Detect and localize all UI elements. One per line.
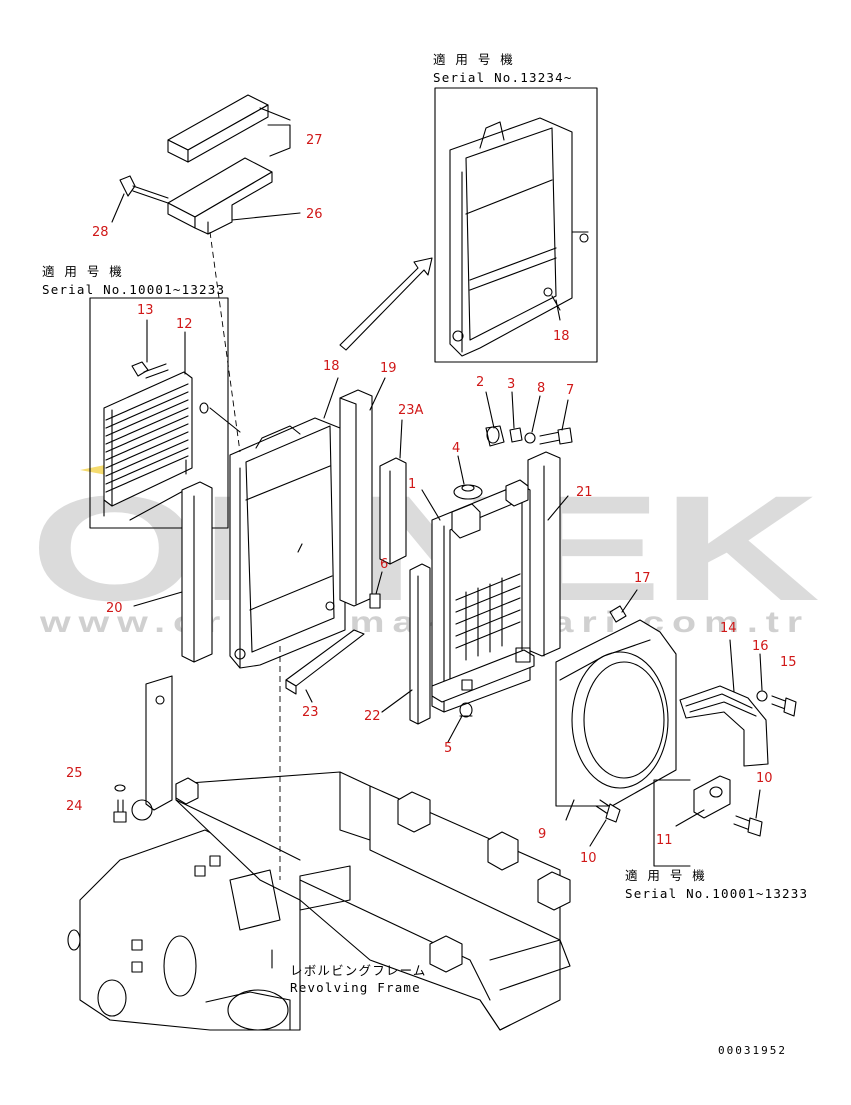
leader-lines xyxy=(111,107,763,847)
callout-17: 17 xyxy=(634,571,651,586)
part-13-bolt xyxy=(131,361,169,379)
part-11-bracket xyxy=(693,775,731,819)
part-8-washer xyxy=(524,432,536,444)
serial-box-right: 適 用 号 機 Serial No.10001~13233 xyxy=(625,779,808,901)
part-20-seal xyxy=(181,481,213,663)
callout-11: 11 xyxy=(656,833,673,848)
frame-holes xyxy=(67,855,351,1031)
callout-7: 7 xyxy=(566,383,574,398)
radiator-core-grid xyxy=(455,573,521,661)
callout-2: 2 xyxy=(476,375,484,390)
callout-1: 1 xyxy=(408,477,416,492)
part-5-clamp xyxy=(459,702,473,718)
part-23a-seal xyxy=(379,457,407,565)
callout-12: 12 xyxy=(176,317,193,332)
callout-25: 25 xyxy=(66,766,83,781)
callout-9: 9 xyxy=(538,827,546,842)
callout-21: 21 xyxy=(576,485,593,500)
serial-box-left-frame xyxy=(89,297,229,529)
drawing-number: 00031952 xyxy=(718,1044,787,1057)
serial-box-left: 適 用 号 機 Serial No.10001~13233 xyxy=(42,264,229,529)
support-stay xyxy=(131,675,173,821)
callout-23: 23 xyxy=(302,705,319,720)
part-22-seal xyxy=(409,563,431,725)
callout-15: 15 xyxy=(780,655,797,670)
part-4-radiator-cap xyxy=(453,484,483,500)
change-arrow xyxy=(339,257,433,351)
part-1-radiator xyxy=(431,479,535,713)
part-21-seal xyxy=(527,451,561,657)
callout-22: 22 xyxy=(364,709,381,724)
part-28-wing-bolt xyxy=(119,175,169,204)
part-24-bolt xyxy=(113,799,127,823)
callout-5: 5 xyxy=(444,741,452,756)
callout-10-right: 10 xyxy=(756,771,773,786)
callout-20: 20 xyxy=(106,601,123,616)
callout-23a: 23A xyxy=(398,403,424,418)
serial-number-right: Serial No.10001~13233 xyxy=(625,886,808,901)
part-9-fan-shroud xyxy=(555,619,677,807)
callout-27: 27 xyxy=(306,133,323,148)
part-23-seal xyxy=(285,629,365,695)
callout-18-top: 18 xyxy=(553,329,570,344)
frame-label-jp: レボルビングフレーム xyxy=(290,963,427,978)
callout-19: 19 xyxy=(380,361,397,376)
callout-6: 6 xyxy=(380,557,388,572)
frame-label-en: Revolving Frame xyxy=(290,980,421,995)
serial-number-left: Serial No.10001~13233 xyxy=(42,282,225,297)
callout-26: 26 xyxy=(306,207,323,222)
part-18-shroud-new xyxy=(449,117,589,357)
part-2-hose xyxy=(485,425,505,447)
callout-3: 3 xyxy=(507,377,515,392)
callout-18: 18 xyxy=(323,359,340,374)
alignment-lines xyxy=(209,231,281,880)
revolving-frame xyxy=(67,771,571,1031)
part-12-oil-cooler xyxy=(103,371,193,517)
washer xyxy=(199,402,209,414)
serial-applicable-top: 適 用 号 機 xyxy=(433,52,514,67)
part-6-bolt xyxy=(369,593,381,609)
callout-4: 4 xyxy=(452,441,460,456)
frame-blocks xyxy=(175,777,571,973)
part-10-bolt-a xyxy=(595,799,621,823)
frame-label: レボルビングフレーム Revolving Frame xyxy=(271,949,427,995)
part-10-bolt-b xyxy=(733,815,763,837)
callout-13: 13 xyxy=(137,303,154,318)
callout-24: 24 xyxy=(66,799,83,814)
part-14-seal xyxy=(679,685,769,767)
serial-applicable-left: 適 用 号 機 xyxy=(42,264,123,279)
part-18-shroud xyxy=(229,417,346,669)
part-7-bolt xyxy=(539,427,573,445)
callout-14: 14 xyxy=(720,621,737,636)
part-19-seal xyxy=(339,389,373,607)
part-27-foam-block xyxy=(167,94,269,163)
part-17-bolt xyxy=(609,605,627,623)
serial-box-top: 適 用 号 機 Serial No.13234~ xyxy=(433,52,598,363)
callout-8: 8 xyxy=(537,381,545,396)
callout-16: 16 xyxy=(752,639,769,654)
part-26-bracket xyxy=(167,157,273,235)
part-25-washer xyxy=(114,784,126,792)
serial-applicable-right: 適 用 号 機 xyxy=(625,868,706,883)
callout-28: 28 xyxy=(92,225,109,240)
serial-number-top: Serial No.13234~ xyxy=(433,70,573,85)
serial-box-top-frame xyxy=(434,87,598,363)
part-3-bushing xyxy=(509,427,523,443)
part-15-bolt xyxy=(771,695,797,717)
callout-10-bottom: 10 xyxy=(580,851,597,866)
part-16-washer xyxy=(756,690,768,702)
callout-labels: 27 26 28 13 12 18 18 19 23A 2 3 8 7 4 1 … xyxy=(66,133,797,866)
